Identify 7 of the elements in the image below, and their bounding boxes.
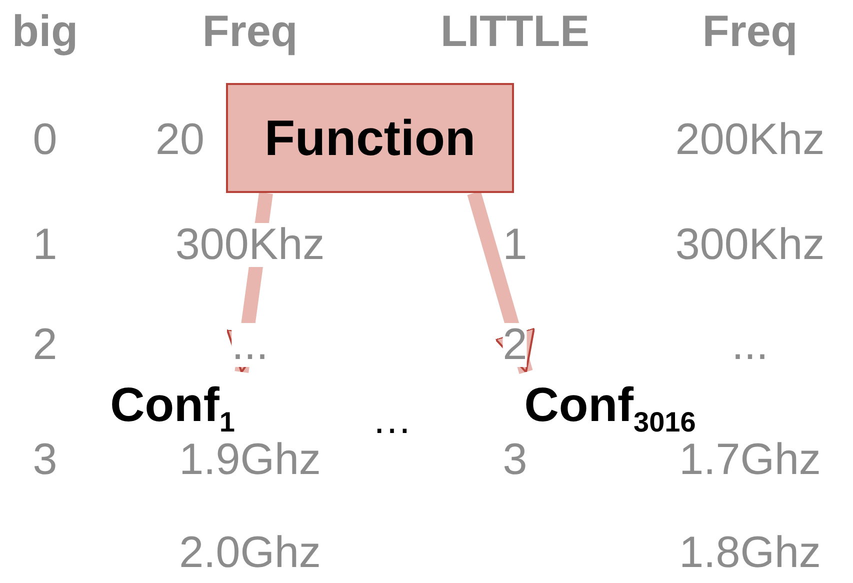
block-arrow: [467, 191, 536, 374]
config-label: Conf$_{3016}$: [524, 378, 696, 438]
table-cell: ...: [232, 323, 268, 367]
table-cell: 300Khz: [175, 223, 325, 267]
function-box: Function: [226, 83, 514, 193]
table-cell: 2: [502, 323, 528, 367]
config-label: Conf$_{1}$: [110, 378, 235, 438]
